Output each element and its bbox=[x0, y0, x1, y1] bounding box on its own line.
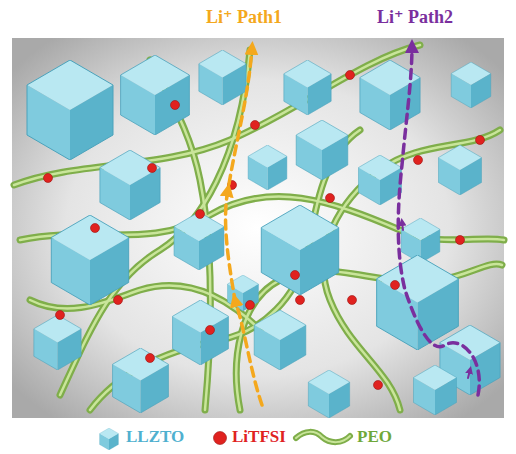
litfsi-dots bbox=[44, 71, 485, 390]
peo-chains bbox=[14, 45, 504, 410]
legend-text: PEO bbox=[357, 428, 392, 447]
path-label: Li⁺ Path1 bbox=[206, 8, 282, 28]
background-panel bbox=[12, 38, 504, 418]
legend-text: LLZTO bbox=[126, 428, 184, 447]
li-ion-paths bbox=[226, 46, 480, 405]
llzto-particles bbox=[27, 50, 500, 418]
path-label: Li⁺ Path2 bbox=[377, 8, 453, 28]
legend-samples bbox=[100, 428, 350, 450]
legend-text: LiTFSI bbox=[232, 428, 286, 447]
